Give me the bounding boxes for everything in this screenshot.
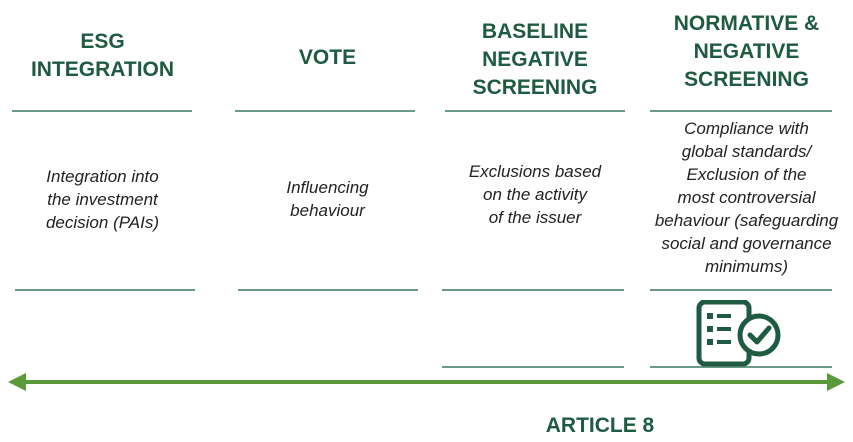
desc-line: most controversial [677, 188, 816, 207]
desc-line: behaviour [290, 201, 365, 220]
divider-line [235, 110, 415, 112]
title-line: VOTE [298, 46, 357, 69]
divider-line [650, 366, 832, 368]
column-title: NORMATIVE & NEGATIVE SCREENING [640, 10, 853, 94]
divider-line [12, 110, 192, 112]
divider-line [650, 289, 832, 291]
column-title: VOTE [235, 44, 420, 72]
desc-line: Compliance with [684, 119, 809, 138]
column-baseline-negative-screening: BASELINE NEGATIVE SCREENING Exclusions b… [440, 0, 630, 300]
checklist-check-icon [693, 299, 793, 370]
divider-line [442, 366, 624, 368]
title-line: NEGATIVE [482, 48, 588, 71]
column-esg-integration: ESG INTEGRATION Integration into the inv… [10, 0, 195, 300]
title-line: NORMATIVE & [673, 12, 820, 35]
desc-line: Exclusions based [468, 162, 602, 181]
column-normative-negative-screening: NORMATIVE & NEGATIVE SCREENING Complianc… [640, 0, 853, 300]
desc-line: minimums) [704, 257, 789, 276]
desc-line: behaviour (safeguarding [654, 211, 839, 230]
column-description: Influencing behaviour [235, 176, 420, 222]
title-line: INTEGRATION [30, 58, 175, 81]
title-line: SCREENING [472, 76, 598, 99]
divider-line [15, 289, 195, 291]
desc-line: of the issuer [488, 208, 582, 227]
title-line: ESG [80, 30, 125, 53]
article-label: ARTICLE 8 [545, 414, 655, 437]
column-title: BASELINE NEGATIVE SCREENING [440, 18, 630, 102]
desc-line: global standards/ [681, 142, 812, 161]
column-description: Compliance with global standards/ Exclus… [640, 117, 853, 278]
desc-line: Influencing [286, 178, 369, 197]
desc-line: decision (PAIs) [45, 213, 160, 232]
double-arrow-icon [8, 372, 845, 392]
desc-line: social and governance [661, 234, 832, 253]
desc-line: Integration into [46, 167, 159, 186]
desc-line: Exclusion of the [686, 165, 807, 184]
title-line: BASELINE [481, 20, 589, 43]
desc-line: on the activity [483, 185, 587, 204]
column-vote: VOTE Influencing behaviour [235, 0, 420, 300]
divider-line [238, 289, 418, 291]
divider-line [442, 289, 624, 291]
title-line: NEGATIVE [693, 40, 800, 63]
divider-line [445, 110, 625, 112]
column-description: Integration into the investment decision… [10, 165, 195, 234]
title-line: SCREENING [684, 68, 809, 91]
column-description: Exclusions based on the activity of the … [440, 160, 630, 229]
column-title: ESG INTEGRATION [10, 28, 195, 84]
desc-line: the investment [47, 190, 158, 209]
divider-line [650, 110, 832, 112]
